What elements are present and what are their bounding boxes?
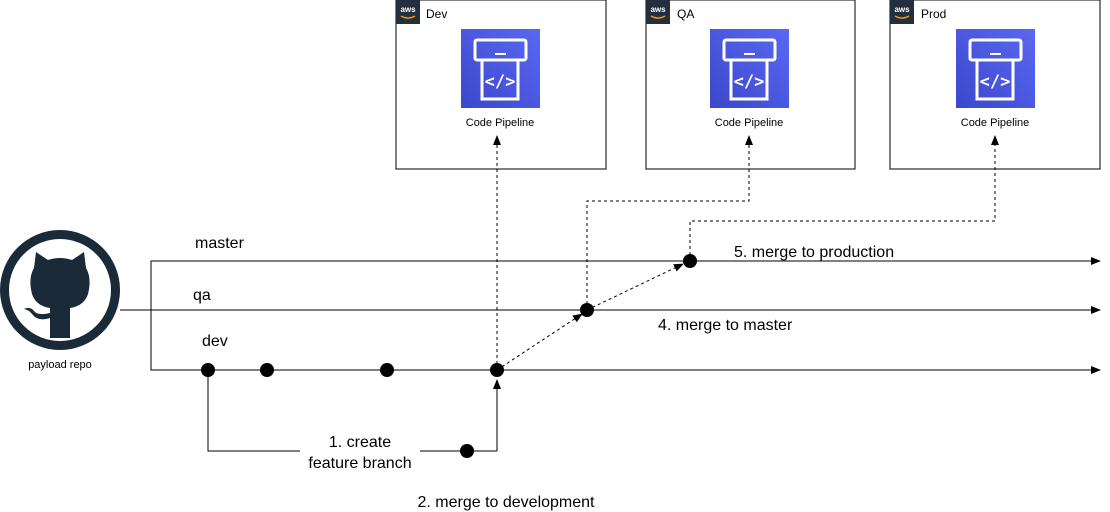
branch-lines	[120, 257, 1101, 452]
code-pipeline-icon[interactable]: </>	[710, 29, 789, 108]
branch-label-qa: qa	[193, 287, 211, 304]
aws-logo-icon: aws	[890, 0, 914, 24]
service-label-qa: Code Pipeline	[715, 117, 784, 129]
commit-dot[interactable]	[580, 303, 594, 317]
svg-text:aws: aws	[650, 5, 666, 14]
code-pipeline-icon[interactable]: </>	[956, 29, 1035, 108]
env-dev-group: aws Dev </> Code Pipeline	[395, 0, 607, 170]
svg-text:</>: </>	[734, 72, 765, 92]
step-merge-master: 4. merge to master	[658, 317, 793, 334]
branch-label-master: master	[195, 235, 245, 252]
svg-text:aws: aws	[894, 5, 910, 14]
aws-logo-icon: aws	[396, 0, 420, 24]
svg-text:</>: </>	[980, 72, 1011, 92]
master-branch-line	[150, 257, 1101, 310]
commit-dot[interactable]	[201, 363, 215, 377]
branch-label-dev: dev	[202, 333, 228, 350]
commit-dot[interactable]	[490, 363, 504, 377]
commit-dot[interactable]	[683, 254, 697, 268]
svg-text:aws: aws	[400, 5, 416, 14]
deploy-connectors	[493, 135, 999, 371]
code-pipeline-icon[interactable]: </>	[461, 29, 540, 108]
service-label-prod: Code Pipeline	[961, 117, 1030, 129]
github-icon[interactable]	[0, 230, 120, 350]
commit-dot[interactable]	[260, 363, 274, 377]
env-dev-title: Dev	[426, 7, 447, 21]
step-merge-development: 2. merge to development	[418, 494, 596, 511]
step-create-line2: feature branch	[308, 455, 411, 472]
dev-branch-line	[150, 310, 1101, 374]
env-qa-title: QA	[677, 7, 694, 21]
repo-label: payload repo	[28, 359, 92, 371]
step-create-line1: 1. create	[329, 434, 391, 451]
deploy-qa-arrow	[586, 135, 753, 310]
service-label-dev: Code Pipeline	[466, 117, 535, 129]
svg-text:</>: </>	[485, 72, 516, 92]
env-qa-group: aws QA </> Code Pipeline	[645, 0, 856, 170]
commit-dot[interactable]	[460, 444, 474, 458]
step-merge-production: 5. merge to production	[734, 244, 894, 261]
deploy-prod-arrow	[689, 135, 999, 261]
env-prod-title: Prod	[921, 7, 946, 21]
commit-dots	[201, 254, 697, 458]
merge-to-master-arrow	[586, 263, 684, 311]
merge-to-qa-arrow	[496, 313, 583, 371]
aws-logo-icon: aws	[646, 0, 670, 24]
feature-branch-line-a	[207, 370, 300, 452]
commit-dot[interactable]	[380, 363, 394, 377]
